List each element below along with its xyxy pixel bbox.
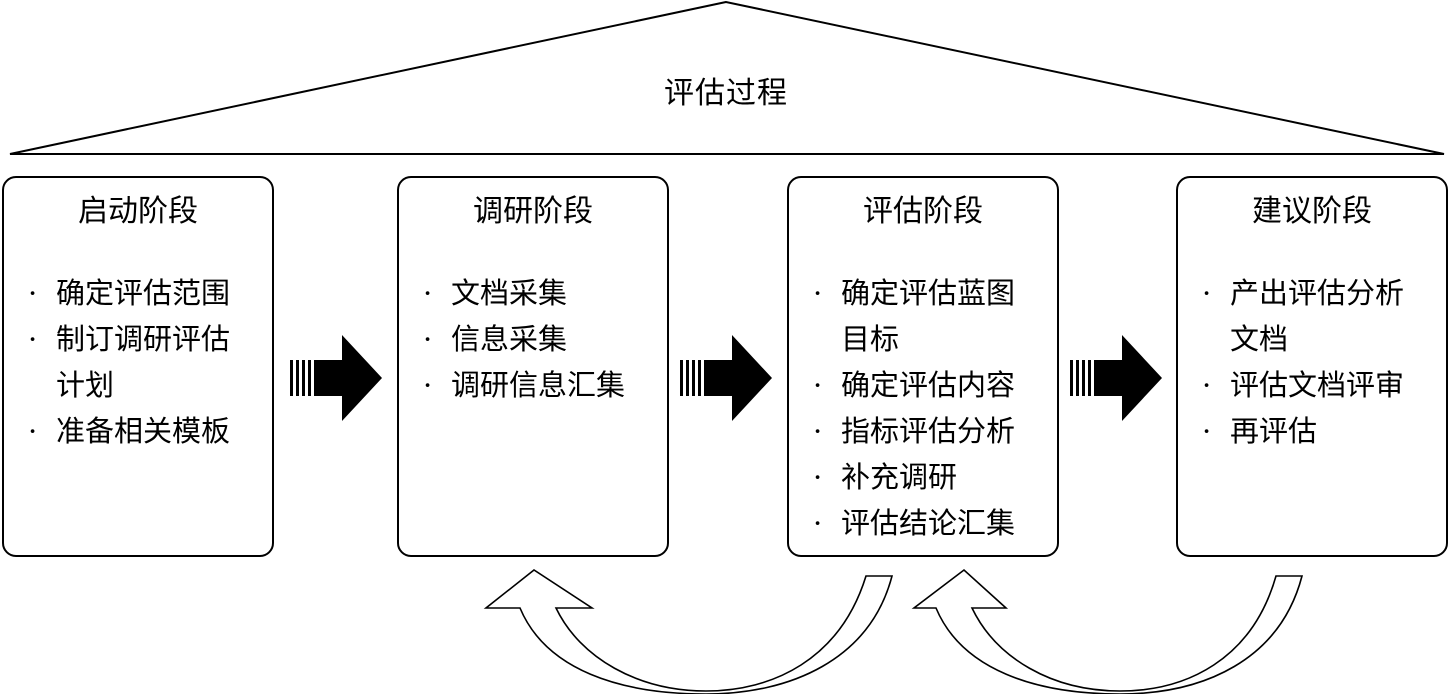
stage-task-list: 确定评估蓝图目标 确定评估内容 指标评估分析 补充调研 评估结论汇集 (807, 270, 1041, 546)
stage-task-item: 评估文档评审 (1196, 362, 1430, 408)
forward-arrow-1 (290, 335, 382, 421)
stage-task-list: 产出评估分析文档 评估文档评审 再评估 (1196, 270, 1430, 454)
stage-task-item: 信息采集 (417, 316, 651, 362)
stage-title: 调研阶段 (473, 194, 593, 229)
roof-title: 评估过程 (664, 76, 788, 111)
stage-task-list: 确定评估范围 制订调研评估计划 准备相关模板 (22, 270, 256, 454)
roof-triangle (9, 0, 1445, 155)
stage-task-item: 再评估 (1196, 408, 1430, 454)
stage-task-item: 确定评估范围 (22, 270, 256, 316)
stage-task-item: 补充调研 (807, 454, 1041, 500)
stage-task-item: 评估结论汇集 (807, 500, 1041, 546)
stage-box-assessment: 评估阶段 确定评估蓝图目标 确定评估内容 指标评估分析 补充调研 评估结论汇集 (787, 176, 1059, 557)
stage-task-item: 产出评估分析文档 (1196, 270, 1430, 362)
stage-title: 评估阶段 (863, 194, 983, 229)
feedback-arrow-left (483, 569, 894, 694)
stage-box-research: 调研阶段 文档采集 信息采集 调研信息汇集 (397, 176, 669, 557)
stage-task-item: 制订调研评估计划 (22, 316, 256, 408)
stage-task-item: 确定评估内容 (807, 362, 1041, 408)
stage-task-item: 确定评估蓝图目标 (807, 270, 1041, 362)
stage-task-list: 文档采集 信息采集 调研信息汇集 (417, 270, 651, 408)
forward-arrow-2 (680, 335, 772, 421)
stage-box-startup: 启动阶段 确定评估范围 制订调研评估计划 准备相关模板 (2, 176, 274, 557)
stage-task-item: 调研信息汇集 (417, 362, 651, 408)
stage-task-item: 指标评估分析 (807, 408, 1041, 454)
stage-title: 启动阶段 (78, 194, 198, 229)
feedback-arrow-right (911, 568, 1304, 694)
forward-arrow-3 (1070, 335, 1162, 421)
stage-box-recommendation: 建议阶段 产出评估分析文档 评估文档评审 再评估 (1176, 176, 1448, 557)
stage-task-item: 准备相关模板 (22, 408, 256, 454)
stage-task-item: 文档采集 (417, 270, 651, 316)
stage-title: 建议阶段 (1252, 194, 1372, 229)
